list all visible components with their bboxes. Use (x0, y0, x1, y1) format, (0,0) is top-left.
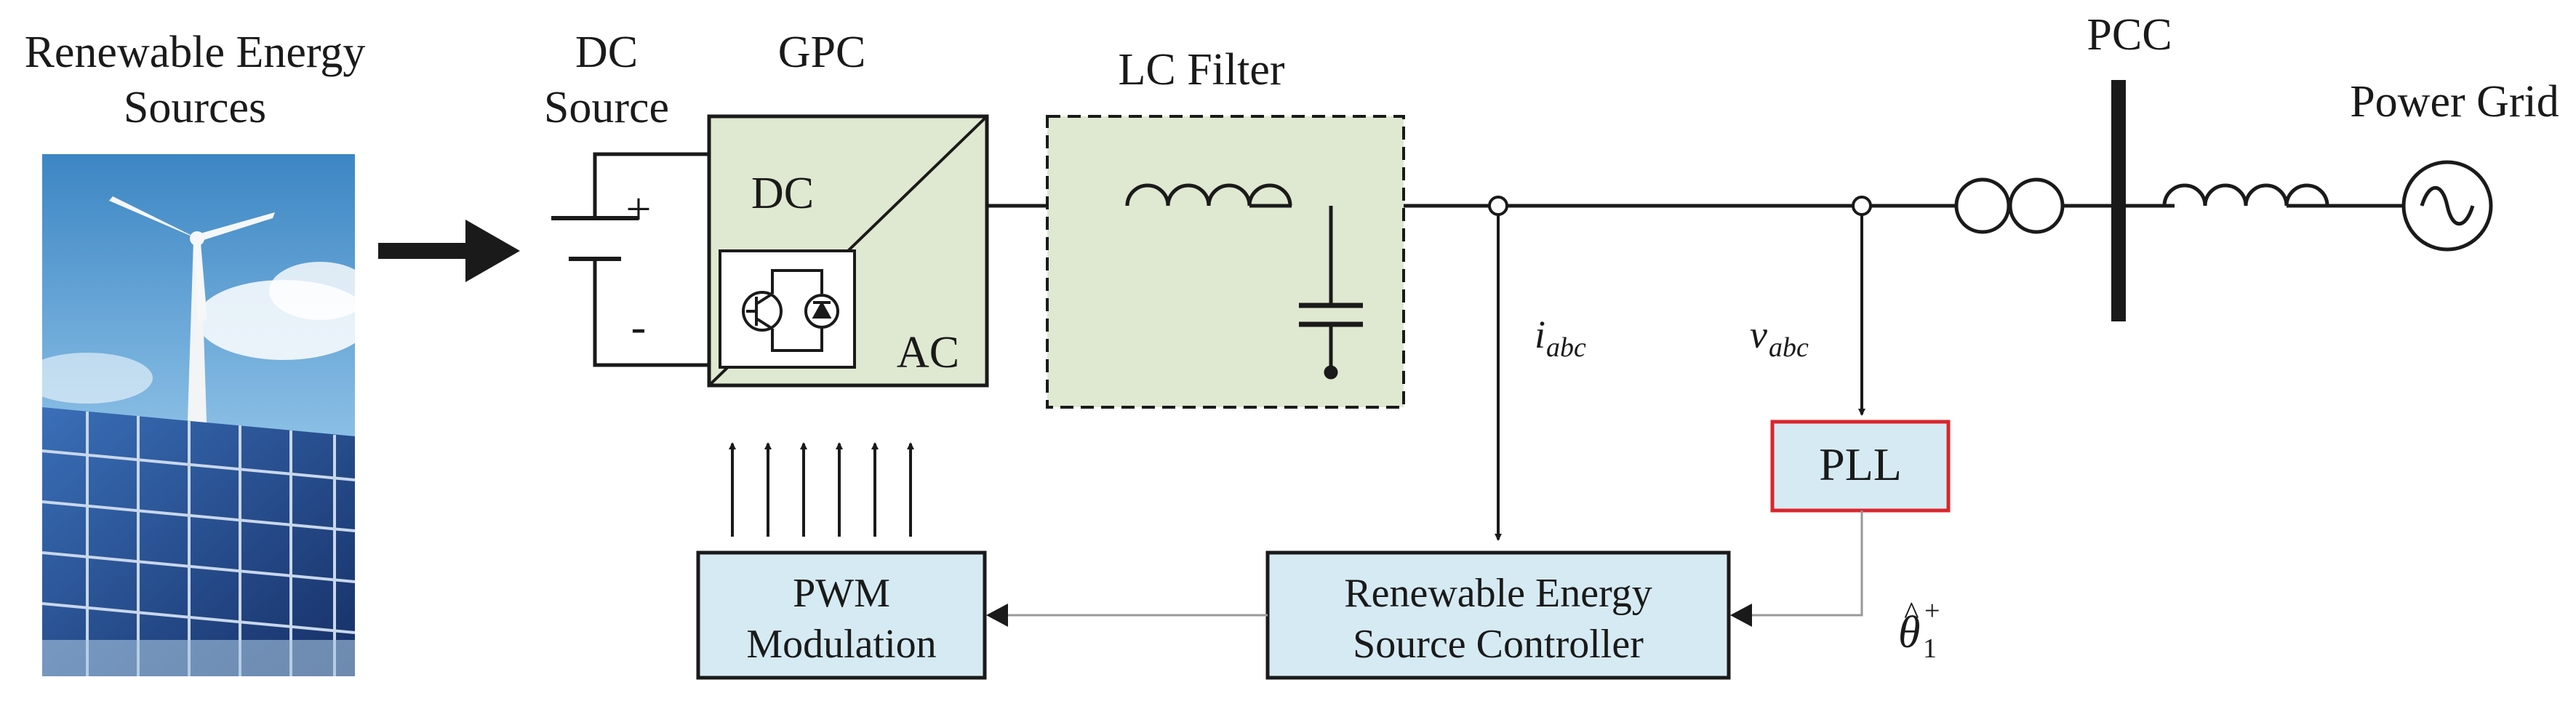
igbt-switch-icon (719, 249, 856, 369)
ac-source-icon (2401, 160, 2493, 252)
svg-text:1: 1 (1923, 633, 1937, 664)
controller-label-line2: Source Controller (1353, 622, 1644, 667)
solar-panel-icon (41, 407, 356, 676)
pwm-label-line2: Modulation (746, 622, 936, 667)
converter-dc-side-label: DC (751, 169, 814, 218)
phase-angle-label: θ ^ 1 + (1898, 596, 1940, 664)
pcc-bus-bar (2111, 80, 2126, 321)
pll-label: PLL (1819, 438, 1902, 490)
negative-terminal: - (631, 303, 647, 352)
svg-text:+: + (1924, 596, 1940, 626)
controller-to-pwm-arrow (986, 604, 1008, 627)
controller-label-line1: Renewable Energy (1344, 571, 1652, 616)
voltage-measurement-node (1852, 196, 1872, 216)
wind-turbine-icon (109, 196, 275, 465)
svg-text:i: i (1535, 313, 1545, 356)
dc-source-label-line2: Source (544, 83, 669, 132)
svg-text:θ: θ (1898, 608, 1920, 657)
pwm-label-line1: PWM (793, 571, 890, 616)
pcc-label: PCC (2087, 10, 2172, 60)
voltage-label: v abc (1750, 313, 1809, 363)
gpc-label: GPC (778, 28, 866, 77)
dc-source-label-line1: DC (575, 28, 638, 77)
svg-text:abc: abc (1769, 332, 1809, 363)
capacitor-icon (1299, 206, 1363, 380)
inductor-icon (1125, 183, 1292, 208)
energy-flow-arrow (378, 220, 520, 282)
positive-terminal: + (626, 185, 652, 234)
current-measurement-node (1488, 196, 1508, 216)
transformer-icon (1954, 177, 2065, 234)
control-signal-lines (998, 510, 1863, 617)
lc-filter-box (1046, 115, 1405, 409)
pll-to-controller-arrow (1730, 604, 1752, 627)
svg-text:^: ^ (1904, 596, 1919, 631)
svg-text:abc: abc (1546, 332, 1586, 363)
controller-box (1265, 550, 1731, 680)
renewable-sources-label-line2: Sources (124, 83, 266, 132)
converter-ac-side-label: AC (897, 328, 959, 377)
power-grid-label: Power Grid (2350, 77, 2559, 127)
renewable-sources-label-line1: Renewable Energy (25, 28, 366, 77)
grid-inductor-icon (2162, 183, 2404, 208)
lc-filter-label: LC Filter (1118, 45, 1284, 95)
svg-text:v: v (1750, 313, 1767, 356)
renewable-energy-photo (22, 154, 371, 676)
current-label: i abc (1535, 313, 1586, 363)
pll-box (1770, 420, 1951, 513)
battery-icon (551, 152, 709, 367)
pwm-modulation-box (696, 550, 987, 680)
gate-signal-arrows (729, 442, 914, 537)
